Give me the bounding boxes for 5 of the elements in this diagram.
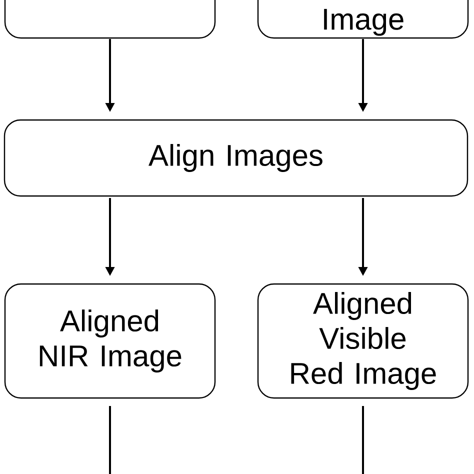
process-box: Aligned Visible Red Image [257, 283, 469, 399]
process-box [4, 0, 216, 39]
process-box: Aligned NIR Image [4, 283, 216, 399]
process-box: Image [257, 0, 469, 39]
process-box: Align Images [4, 119, 468, 197]
